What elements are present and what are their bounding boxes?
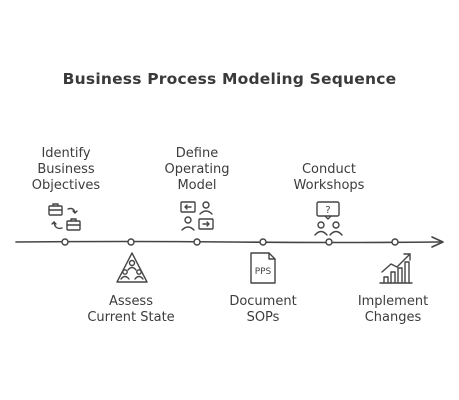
svg-text:?: ? — [325, 205, 330, 216]
timeline-dot-2 — [127, 238, 135, 246]
step-label-define: Define Operating Model — [164, 146, 230, 193]
timeline-dot-3 — [193, 238, 201, 246]
briefcase-exchange-icon — [48, 203, 81, 231]
step-label-identify: Identify Business Objectives — [31, 146, 101, 193]
svg-text:PPS: PPS — [255, 267, 272, 277]
timeline-dot-4 — [259, 238, 267, 246]
timeline-dot-5 — [325, 238, 333, 246]
pyramid-people-icon — [116, 252, 148, 283]
step-label-conduct: Conduct Workshops — [293, 162, 365, 193]
people-exchange-icon — [180, 201, 214, 231]
diagram-title: Business Process Modeling Sequence — [62, 70, 397, 88]
step-label-assess: Assess Current State — [87, 294, 175, 325]
step-label-implement: Implement Changes — [357, 294, 429, 325]
timeline-dot-1 — [61, 238, 69, 246]
timeline-dot-6 — [391, 238, 399, 246]
step-label-document: Document SOPs — [229, 294, 297, 325]
question-discussion-icon: ? — [314, 201, 343, 236]
growth-chart-icon — [379, 253, 413, 284]
pps-document-icon: PPS — [250, 252, 276, 284]
